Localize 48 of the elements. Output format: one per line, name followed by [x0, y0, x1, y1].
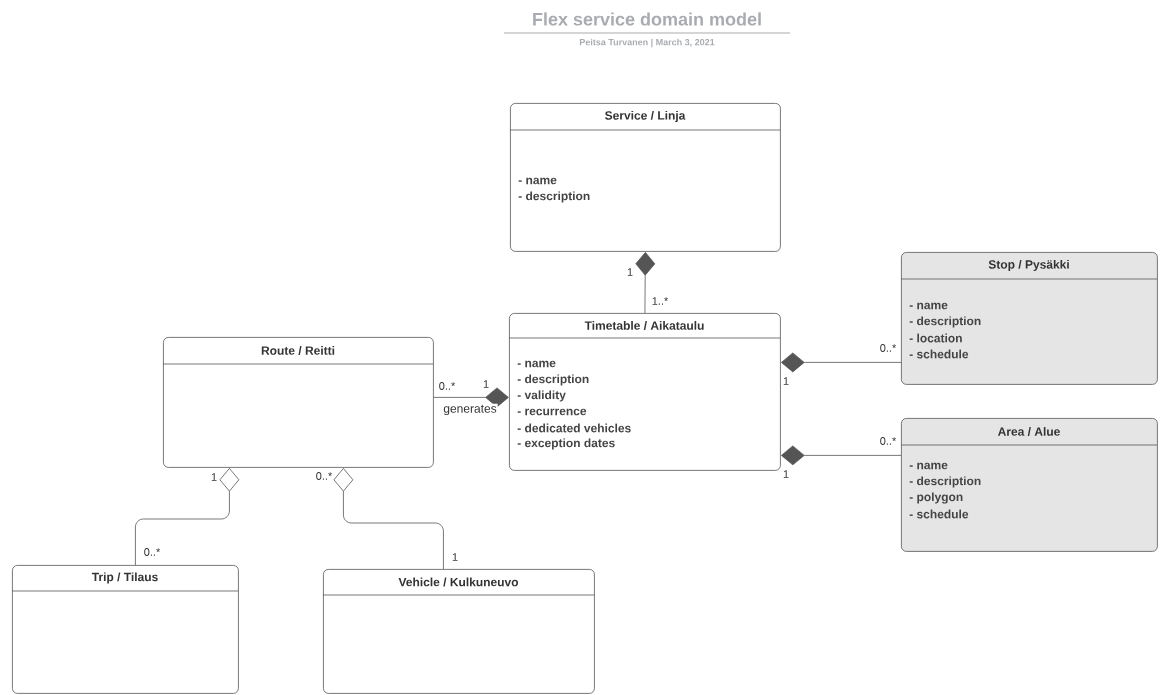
multiplicity: 1: [627, 268, 633, 276]
class-name: Vehicle / Kulkuneuvo: [398, 577, 519, 587]
attribute: - schedule: [909, 509, 969, 519]
class-box: [508, 313, 781, 471]
attribute: - location: [909, 333, 962, 343]
class-box: [11, 565, 239, 694]
class-name: Trip / Tilaus: [91, 572, 158, 584]
attribute: - name: [518, 177, 557, 185]
attribute: - schedule: [909, 349, 969, 359]
multiplicity: 0..*: [880, 437, 897, 445]
multiplicity: 1: [483, 380, 489, 388]
class-box: [509, 103, 781, 252]
class-box: [900, 252, 1158, 385]
association-line: [333, 468, 444, 570]
title: Flex service domain model: [533, 12, 761, 26]
attribute: - dedicated vehicles: [517, 423, 631, 433]
byline: Peitsa Turvanen | March 3, 2021: [579, 38, 715, 48]
multiplicity: 1: [452, 553, 458, 561]
class-name: Service / Linja: [605, 110, 686, 123]
attribute: - name: [517, 360, 556, 368]
attribute: - description: [518, 191, 590, 203]
edge-label: generates: [442, 403, 498, 417]
class-name: Timetable / Aikataulu: [584, 321, 704, 330]
multiplicity: 0..*: [880, 344, 897, 352]
attribute: - recurrence: [517, 408, 587, 416]
attribute: - description: [909, 476, 981, 488]
association-line: [433, 387, 509, 408]
class-name: Area / Alue: [997, 427, 1060, 436]
class-name: Stop / Pysäkki: [988, 259, 1069, 272]
multiplicity: 1..*: [652, 297, 669, 305]
attribute: - description: [517, 374, 589, 386]
association-line: [135, 468, 240, 566]
multiplicity: 0..*: [144, 548, 161, 556]
association-line: [781, 352, 902, 373]
association-line: [781, 445, 902, 466]
attribute: - polygon: [909, 492, 963, 504]
multiplicity: 1: [783, 470, 789, 478]
class-box: [900, 418, 1158, 552]
multiplicity: 0..*: [439, 382, 456, 390]
class-box: [162, 337, 434, 468]
attribute: - name: [909, 302, 948, 310]
attribute: - exception dates: [517, 438, 615, 450]
association-line: [635, 252, 656, 314]
attribute: - name: [909, 462, 948, 470]
attribute: - validity: [517, 390, 566, 402]
attribute: - description: [909, 316, 981, 328]
class-name: Route / Reitti: [261, 346, 335, 355]
class-box: [322, 569, 595, 694]
